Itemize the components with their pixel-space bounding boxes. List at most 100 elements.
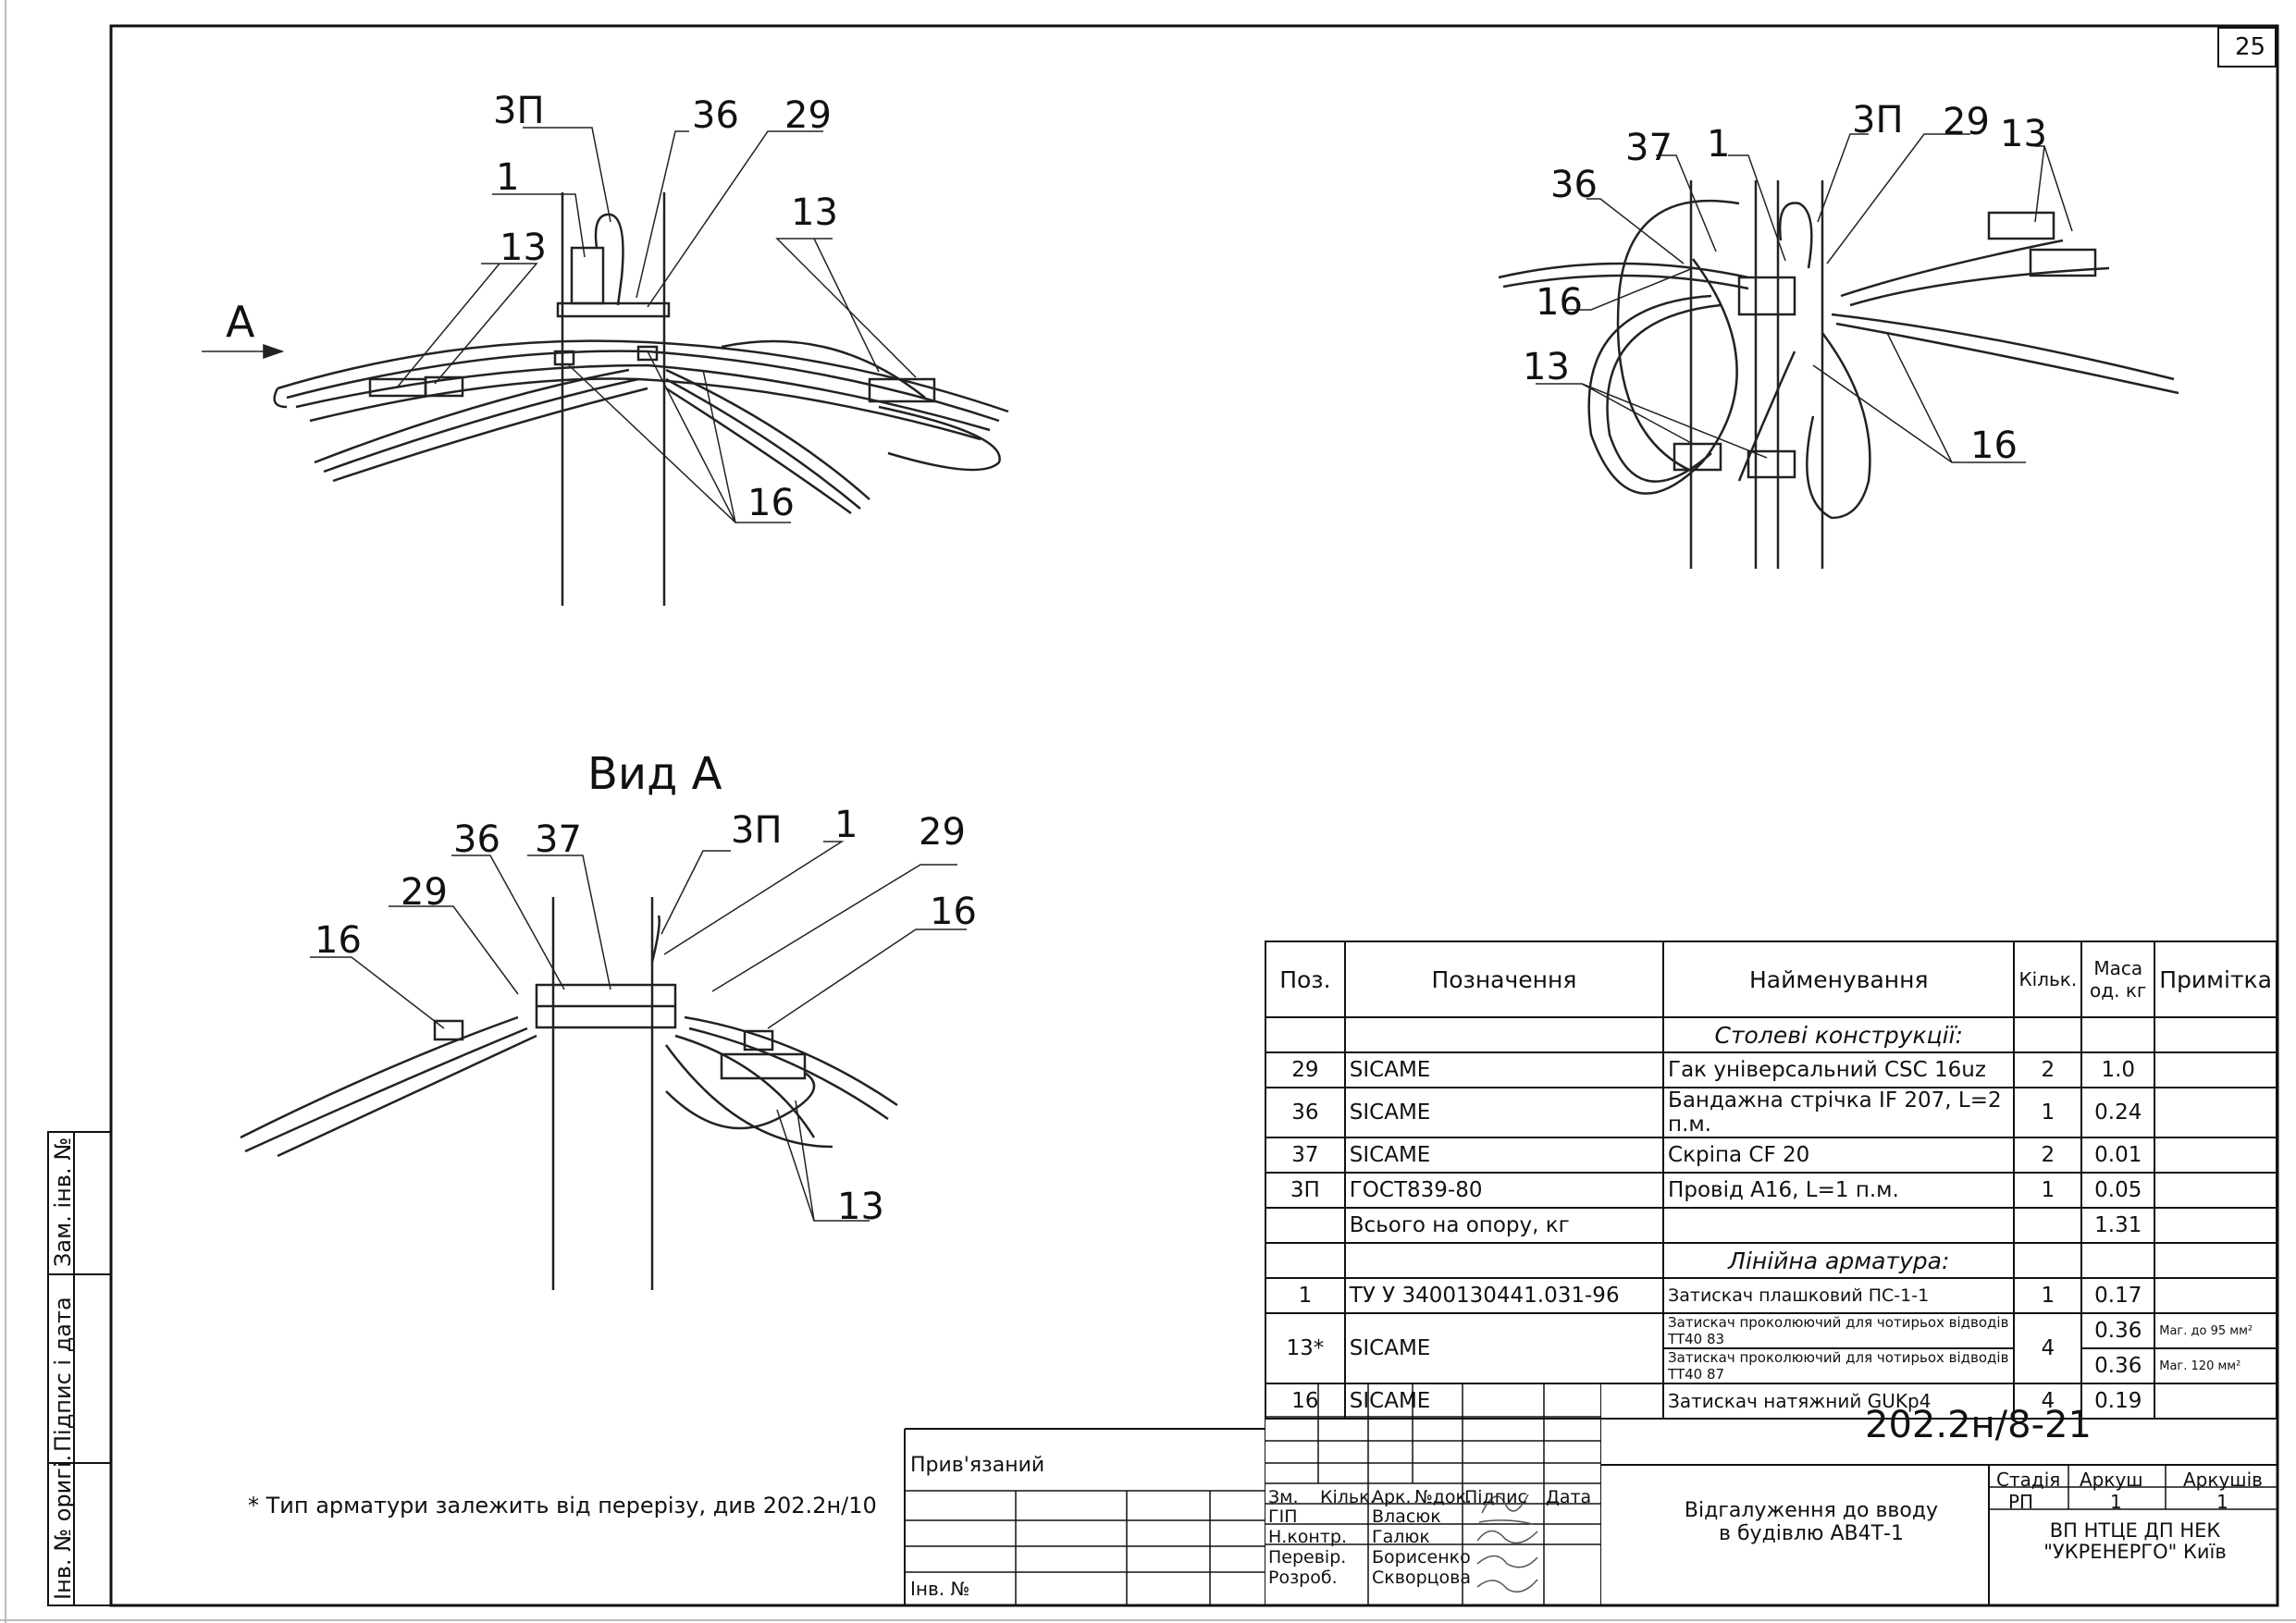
col-header-designation: Позначення [1343,941,1665,1018]
callout-36: 36 [1550,164,1598,206]
sheet-label: Аркуш [2080,1469,2143,1491]
col-header-pos: Поз. [1265,941,1346,1018]
cell-designation: SICAME [1343,1383,1665,1420]
col-kilk: Кільк. [1320,1487,1376,1507]
cell-qty: 2 [2013,1137,2083,1174]
total-label: Всього на опору, кг [1343,1207,1665,1244]
callout-36: 36 [453,818,500,861]
role-gip: ГІП [1268,1506,1298,1527]
role-perevir: Перевір. [1268,1547,1347,1568]
callout-29: 29 [1943,101,1990,143]
name-nkontr: Галюк [1372,1527,1430,1547]
col-header-note: Примітка [2154,941,2277,1018]
signature-mark [1476,1579,1538,1593]
specification-table: Поз. Позначення Найменування Кільк. Маса… [1265,941,2277,1420]
cell-note [2154,1051,2277,1088]
drawing-description: Відгалуження до вводу в будівлю АВ4Т-1 [1684,1499,1939,1546]
sheets-value: 1 [2216,1491,2228,1513]
col-ark: Арк. [1372,1487,1412,1507]
col-header-name: Найменування [1662,941,2016,1018]
cell-designation: SICAME [1343,1312,1665,1384]
inv-no-label: Інв. № [910,1578,970,1600]
callout-13: 13 [837,1186,884,1228]
callout-3p: 3П [493,90,545,132]
name-rozrob: Скворцова [1372,1568,1472,1588]
callout-29: 29 [401,871,448,914]
cell-qty: 2 [2013,1051,2083,1088]
cell-designation: ГОСТ839-80 [1343,1172,1665,1209]
cell-note [2154,1137,2277,1174]
section-row: Лінійна арматура: [1265,1242,2277,1279]
cell-name: Затискач натяжний GUKp4 [1662,1383,2016,1420]
cell-pos: 1 [1265,1277,1346,1314]
cell-qty: 1 [2013,1087,2083,1138]
cell-pos: 29 [1265,1051,1346,1088]
signature-mark [1476,1555,1538,1568]
cell-mass: 0.19 [2080,1383,2156,1420]
callout-3p: 3П [1852,99,1904,141]
stage-label: Стадія [1996,1469,2061,1491]
view-title: Вид А [587,748,722,800]
table-row: 3П ГОСТ839-80 Провід А16, L=1 п.м. 1 0.0… [1265,1172,2277,1209]
cell-name: Скріпа CF 20 [1662,1137,2016,1174]
sheet-value: 1 [2110,1491,2122,1513]
cell-designation: ТУ У 3400130441.031-96 [1343,1277,1665,1314]
callout-16: 16 [747,482,795,524]
name-perevir: Борисенко [1372,1547,1471,1568]
callout-29: 29 [919,811,966,854]
callout-16: 16 [315,919,362,962]
table-header-row: Поз. Позначення Найменування Кільк. Маса… [1265,941,2277,1018]
cell-note: Маг. до 95 мм² [2154,1312,2277,1349]
callout-37: 37 [1625,127,1673,169]
col-pidpys: Підпис [1464,1487,1527,1507]
table-row: Затискач проколюючий для чотирьох відвод… [1265,1347,2277,1384]
document-code: 202.2н/8-21 [1865,1404,2092,1446]
cell-mass: 0.36 [2080,1312,2156,1349]
section-title: Столеві конструкції: [1662,1016,2016,1053]
cell-pos: 37 [1265,1137,1346,1174]
callout-13: 13 [2000,113,2047,155]
side-stamp-signature-date: Підпис і дата [50,1297,76,1452]
cell-designation: SICAME [1343,1087,1665,1138]
callout-1: 1 [496,156,520,199]
cell-qty: 1 [2013,1277,2083,1314]
cell-name: Затискач проколюючий для чотирьох відвод… [1662,1347,2016,1384]
signature-mark [1478,1494,1534,1525]
cell-pos: 3П [1265,1172,1346,1209]
cell-pos: 16 [1265,1383,1346,1420]
footnote: * Тип арматури залежить від перерізу, ди… [248,1493,877,1518]
name-gip: Власюк [1372,1506,1441,1527]
cell-mass: 0.24 [2080,1087,2156,1138]
sheet-number: 25 [2235,33,2266,61]
cell-qty: 4 [2013,1312,2083,1384]
top-left-pole-view [273,192,1009,606]
table-row: 16 SICAME Затискач натяжний GUKp4 4 0.19 [1265,1383,2277,1420]
section-row: Столеві конструкції: [1265,1016,2277,1053]
col-zm: Зм. [1268,1487,1299,1507]
total-row: Всього на опору, кг 1.31 [1265,1207,2277,1244]
cell-pos: 36 [1265,1087,1346,1138]
col-ndok: №док. [1414,1487,1473,1507]
callout-1: 1 [834,804,858,846]
signature-grid [1265,1383,1601,1605]
cell-mass: 1.0 [2080,1051,2156,1088]
cell-qty: 1 [2013,1172,2083,1209]
pryvyazanyi-label: Прив'язаний [910,1454,1045,1477]
cell-mass: 0.01 [2080,1137,2156,1174]
side-stamp-inv-orig: Інв. № оригі. [50,1454,76,1600]
table-row: 29 SICAME Гак універсальний CSC 16uz 2 1… [1265,1051,2277,1088]
side-stamp-zam-inv: Зам. інв. № [50,1137,76,1267]
signature-mark [1476,1530,1538,1544]
organization: ВП НТЦЕ ДП НЕК "УКРЕНЕРГО" Київ [2043,1519,2227,1564]
callout-13: 13 [1523,346,1570,388]
total-value: 1.31 [2080,1207,2156,1244]
cell-note: Маг. 120 мм² [2154,1347,2277,1384]
role-rozrob: Розроб. [1268,1568,1338,1588]
table-row: 37 SICAME Скріпа CF 20 2 0.01 [1265,1137,2277,1174]
section-title: Лінійна арматура: [1662,1242,2016,1279]
sheets-label: Аркушів [2183,1469,2263,1491]
cell-note [2154,1172,2277,1209]
callout-37: 37 [535,818,582,861]
cell-mass: 0.36 [2080,1347,2156,1384]
cell-designation: SICAME [1343,1137,1665,1174]
